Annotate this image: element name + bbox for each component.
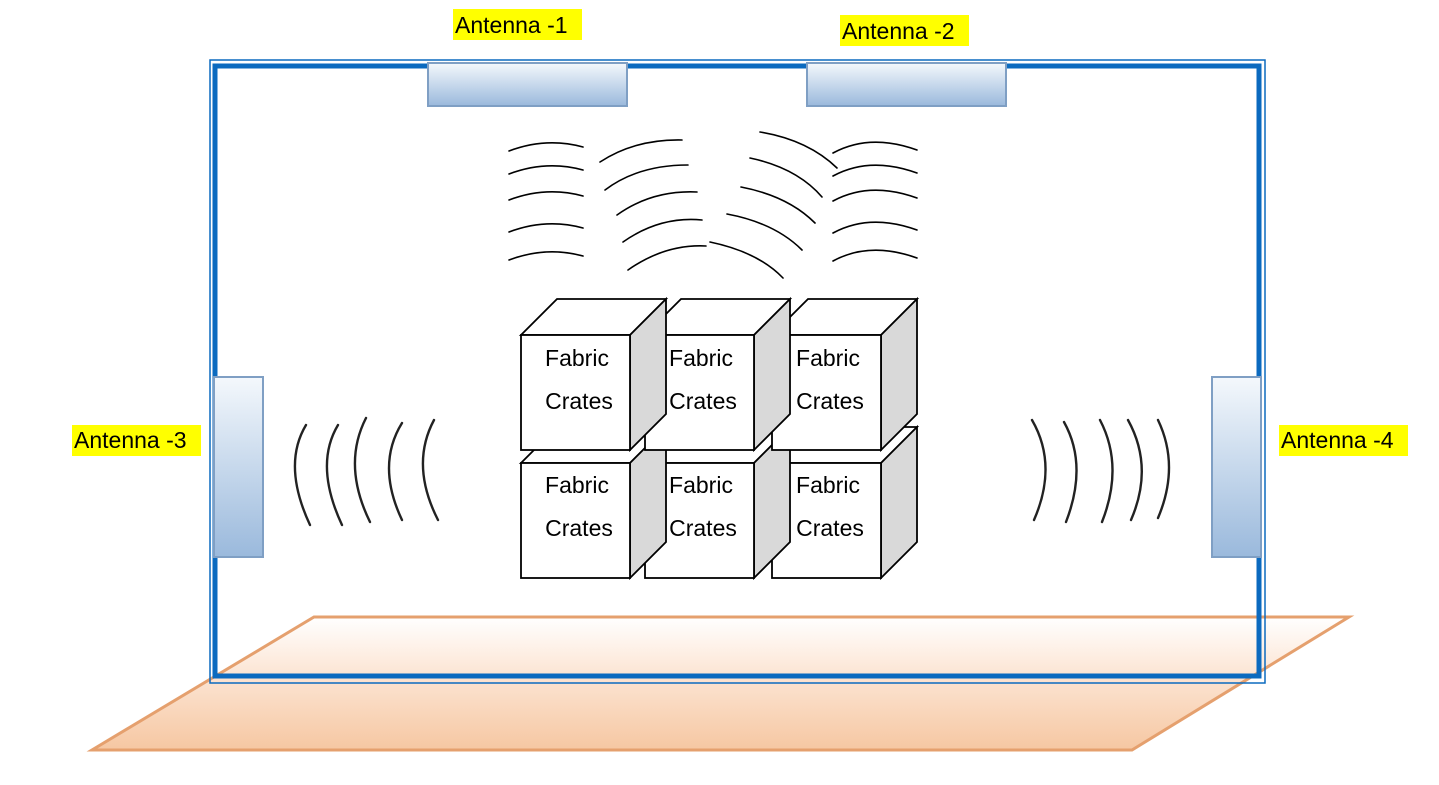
crate-label-line2: Crates (669, 388, 737, 414)
crate-label-line1: Fabric (669, 345, 733, 371)
antenna-1-panel (427, 62, 628, 107)
crate-label-line1: Fabric (545, 472, 609, 498)
antenna-4-label-text: Antenna -4 (1281, 427, 1394, 453)
crate-label-line2: Crates (545, 515, 613, 541)
crate-label-line1: Fabric (545, 345, 609, 371)
crate-label-line2: Crates (669, 515, 737, 541)
crate-label-line1: Fabric (796, 472, 860, 498)
antenna-1-label-text: Antenna -1 (455, 12, 568, 38)
antenna-2-panel (806, 62, 1007, 107)
room-frame (209, 59, 1266, 684)
antenna-4-label: Antenna -4 (1279, 425, 1408, 456)
top-radio-waves (508, 131, 918, 279)
crate-top-left: Fabric Crates (518, 296, 669, 453)
crate-label-line1: Fabric (796, 345, 860, 371)
crate-top-right: Fabric Crates (769, 296, 920, 453)
antenna-1-label: Antenna -1 (453, 9, 582, 40)
antenna-2-label: Antenna -2 (840, 15, 969, 46)
antenna-3-label-text: Antenna -3 (74, 427, 187, 453)
crate-label-line1: Fabric (669, 472, 733, 498)
right-radio-waves (1030, 418, 1171, 524)
crate-label-line2: Crates (796, 515, 864, 541)
crate-top-middle: Fabric Crates (642, 296, 793, 453)
antenna-4-panel (1211, 376, 1262, 558)
crate-label-line2: Crates (796, 388, 864, 414)
antenna-3-label: Antenna -3 (72, 425, 201, 456)
crate-stack: Fabric Crates Fabric Crates Fabric Crate… (518, 296, 920, 581)
left-radio-waves (293, 416, 440, 527)
antenna-2-label-text: Antenna -2 (842, 18, 955, 44)
antenna-3-panel (213, 376, 264, 558)
crate-label-line2: Crates (545, 388, 613, 414)
